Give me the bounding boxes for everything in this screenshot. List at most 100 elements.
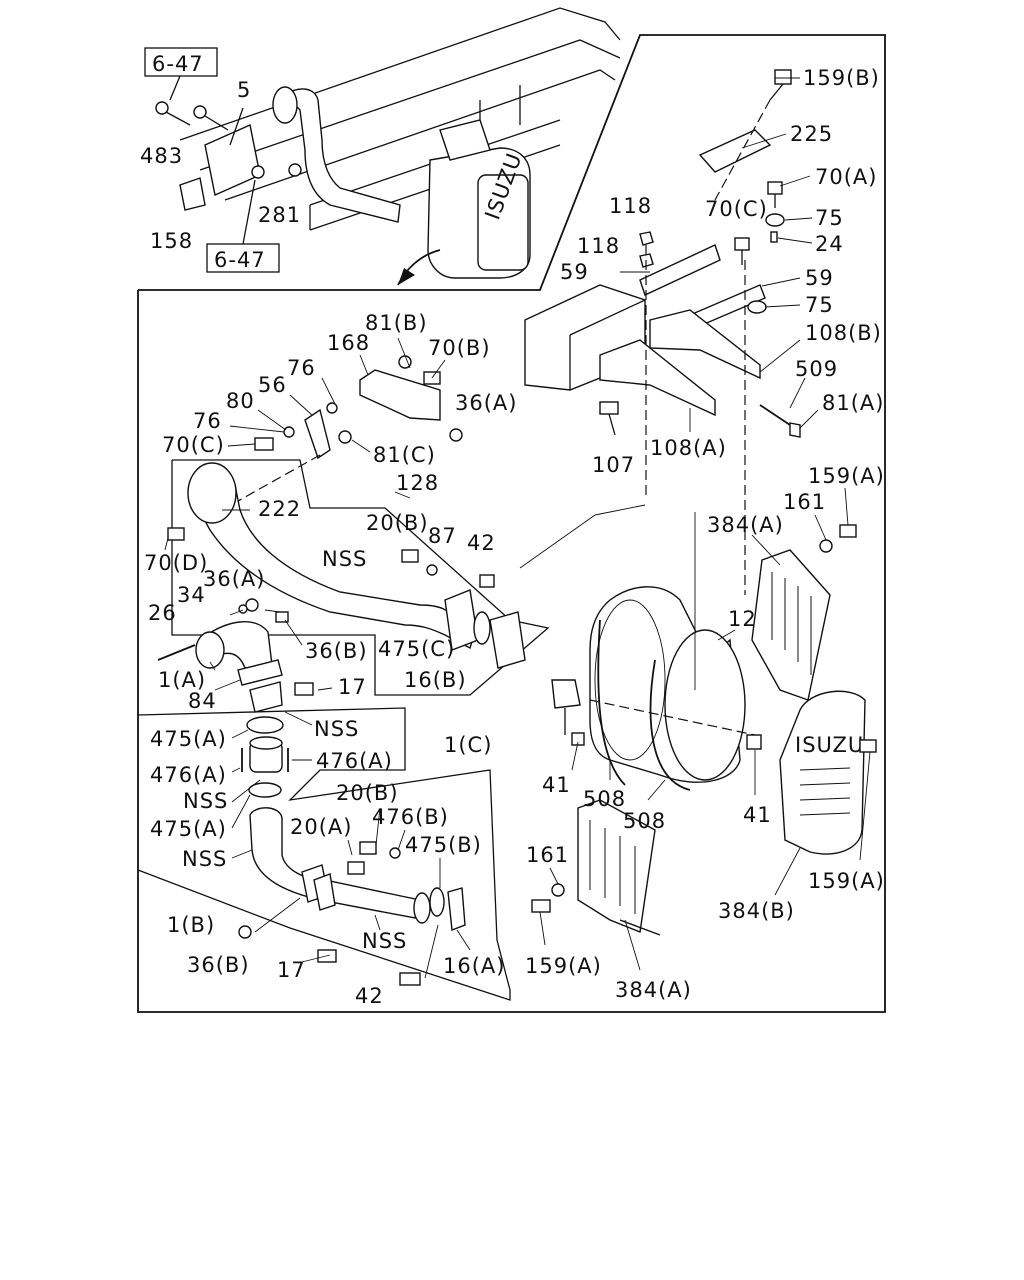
callout-158: 158 (150, 229, 193, 253)
callout-281: 281 (258, 203, 301, 227)
callout-118: 118 (577, 234, 620, 258)
muffler-end-cap (664, 629, 746, 781)
gasket (473, 611, 491, 645)
leader-line (297, 954, 331, 964)
callout-17: 17 (277, 958, 306, 982)
leader-line (571, 741, 579, 771)
callout-483: 483 (140, 144, 183, 168)
leader-line (751, 534, 781, 566)
callout-168: 168 (327, 331, 370, 355)
nut-81a (789, 422, 801, 438)
leader-line (164, 537, 169, 551)
leader-line (374, 914, 381, 931)
callout-107: 107 (592, 453, 635, 477)
callout-nss: NSS (314, 717, 359, 741)
leader-line (231, 729, 249, 739)
pipe-outline-128 (171, 459, 550, 696)
leader-line (859, 751, 871, 861)
leader-line (321, 377, 336, 405)
leader-line (231, 794, 251, 829)
pin-24 (770, 231, 778, 243)
callout-76: 76 (193, 409, 222, 433)
leader-line (431, 359, 446, 379)
leader-line (799, 409, 819, 429)
leader-line (764, 304, 801, 308)
bolt-70a (767, 181, 783, 195)
callout-36b: 36(B) (305, 639, 368, 663)
ref-box-6-47-top[interactable] (144, 47, 218, 77)
leader-line (594, 504, 646, 516)
clip-158 (179, 177, 206, 211)
leader-line (351, 439, 371, 453)
leader-line (619, 919, 661, 936)
washer-161 (551, 883, 565, 897)
washer-34 (238, 604, 248, 614)
callout-81b: 81(B) (365, 311, 428, 335)
front-pipe-assembly (137, 598, 511, 1001)
leader-line (284, 711, 313, 726)
callout-508: 508 (583, 787, 626, 811)
bolt-42 (399, 972, 421, 986)
muffler-inlet (551, 679, 581, 709)
callout-12: 12 (728, 607, 757, 631)
leader-line (608, 413, 616, 436)
elbow-flange (195, 631, 225, 669)
callout-75: 75 (805, 293, 834, 317)
nut-36a (245, 598, 259, 612)
callout-42: 42 (467, 531, 496, 555)
callout-476b: 476(B) (372, 805, 449, 829)
zoom-arrow-head (398, 268, 415, 285)
callout-24: 24 (815, 232, 844, 256)
callout-16a: 16(A) (443, 954, 505, 978)
callout-225: 225 (790, 122, 833, 146)
seal-ring-475a (246, 716, 284, 734)
muffler-mount-assembly (524, 69, 801, 595)
leader-line (242, 179, 256, 245)
bolt (193, 105, 207, 119)
leader-line (231, 779, 261, 803)
callout-1a: 1(A) (158, 668, 206, 692)
nut-476b (389, 847, 401, 859)
leader-line (229, 107, 244, 146)
leader-line (761, 277, 801, 287)
leader-line (717, 629, 736, 641)
stud-509 (759, 404, 791, 426)
callout-128: 128 (396, 471, 439, 495)
callout-76: 76 (287, 356, 316, 380)
callout-36b: 36(B) (187, 953, 250, 977)
leader-line (789, 377, 806, 409)
leader-line (844, 487, 849, 526)
inset-muffler-bracket (439, 119, 491, 161)
callout-70c: 70(C) (162, 433, 225, 457)
nut-281 (288, 163, 302, 177)
callout-59: 59 (560, 260, 589, 284)
callout-41: 41 (542, 773, 571, 797)
callout-5: 5 (237, 78, 251, 102)
dashed-line (589, 699, 756, 736)
washer-161 (819, 539, 833, 553)
leader-line (229, 425, 285, 433)
bracket-168 (359, 369, 441, 421)
leader-line (254, 897, 301, 933)
isuzu-logo: ISUZU (795, 733, 864, 757)
leader-line (289, 394, 313, 416)
nut-41 (571, 732, 585, 746)
callout-475c: 475(C) (378, 637, 455, 661)
leader-line (394, 491, 411, 499)
leader-line (231, 849, 253, 859)
callout-476a: 476(A) (150, 763, 227, 787)
leader-line (769, 83, 784, 101)
callout-84: 84 (188, 689, 217, 713)
callout-nss: NSS (322, 547, 367, 571)
callout-475b: 475(B) (405, 833, 482, 857)
callout-159a: 159(A) (808, 464, 885, 488)
washer-76 (326, 402, 338, 414)
nut-36b (238, 925, 252, 939)
callout-41: 41 (743, 803, 772, 827)
muffler-band (594, 599, 666, 761)
strap-508b (649, 659, 691, 791)
leader-line (284, 619, 303, 646)
callout-59: 59 (805, 266, 834, 290)
callout-nss: NSS (183, 789, 228, 813)
